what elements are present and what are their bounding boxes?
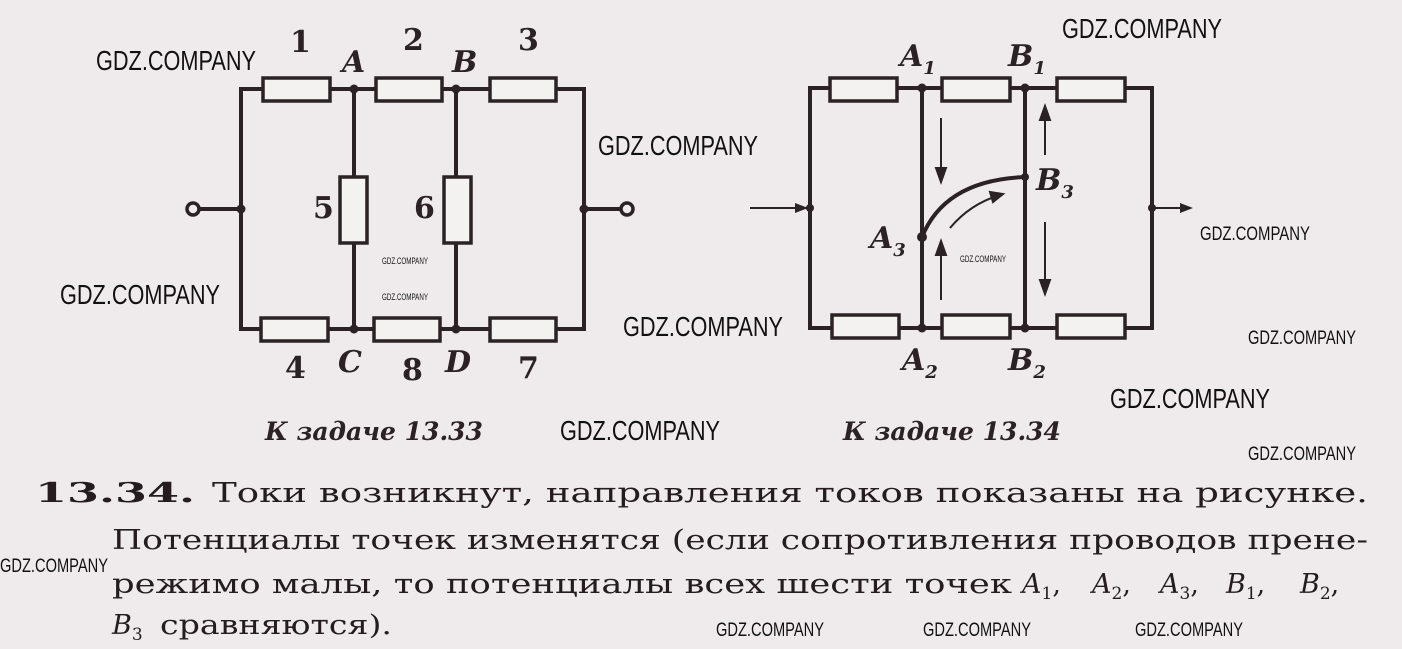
resistor bbox=[940, 76, 1012, 103]
node-label-b: B bbox=[451, 45, 477, 80]
node-label-a: A bbox=[339, 45, 365, 80]
output-terminal bbox=[619, 201, 635, 217]
resistor-label: 6 bbox=[414, 191, 435, 226]
resistor-label: 4 bbox=[285, 351, 306, 386]
math-var: A2, bbox=[1089, 569, 1131, 604]
resistor-8 bbox=[372, 316, 442, 343]
node-label-a3: A3 bbox=[867, 221, 906, 261]
watermark: GDZ.COMPANY bbox=[560, 415, 720, 446]
resistor bbox=[1055, 76, 1127, 103]
watermark: GDZ.COMPANY bbox=[382, 292, 428, 302]
watermarks: GDZ.COMPANY GDZ.COMPANY GDZ.COMPANY GDZ.… bbox=[0, 13, 1356, 641]
watermark: GDZ.COMPANY bbox=[1248, 328, 1356, 349]
math-var: A1, bbox=[1019, 569, 1061, 604]
node-label-b3: B3 bbox=[1035, 163, 1074, 203]
text-line: режимо малы, то потенциалы всех шести то… bbox=[112, 569, 1012, 600]
watermark: GDZ.COMPANY bbox=[598, 130, 758, 161]
resistor-1 bbox=[261, 76, 332, 103]
resistor bbox=[940, 313, 1012, 340]
math-var: B2, bbox=[1299, 569, 1339, 604]
figure-caption: К задаче 13.33 bbox=[264, 417, 483, 446]
resistor-label: 2 bbox=[403, 23, 424, 58]
watermark: GDZ.COMPANY bbox=[0, 556, 108, 577]
resistor-6 bbox=[442, 175, 473, 245]
text-line: Потенциалы точек изменятся (если сопроти… bbox=[112, 525, 1368, 556]
node-label-a2: A2 bbox=[899, 343, 938, 383]
resistor bbox=[1055, 313, 1127, 340]
watermark: GDZ.COMPANY bbox=[1248, 444, 1356, 465]
node-label-b2: B2 bbox=[1007, 343, 1046, 383]
resistor-label: 7 bbox=[518, 351, 539, 386]
node-label-c: C bbox=[338, 345, 362, 380]
watermark: GDZ.COMPANY bbox=[1110, 383, 1270, 414]
current-arrow-icon bbox=[934, 103, 1052, 300]
resistor-7 bbox=[488, 316, 558, 343]
resistor-2 bbox=[374, 76, 444, 103]
resistor bbox=[828, 76, 899, 103]
math-var: B1, bbox=[1225, 569, 1265, 604]
watermark: GDZ.COMPANY bbox=[1135, 620, 1243, 641]
watermark: GDZ.COMPANY bbox=[382, 256, 428, 266]
circuit-figure-13-33: 1 2 3 4 5 6 7 8 A B C D К задаче 13.33 bbox=[185, 23, 635, 446]
resistor-label: 5 bbox=[313, 191, 334, 226]
circuit-figure-13-34: A1 B1 B3 A3 A2 B2 К задаче 13.34 bbox=[750, 39, 1193, 446]
resistor-label: 1 bbox=[290, 25, 311, 60]
text-line: сравняются). bbox=[160, 610, 392, 641]
math-var: B3 bbox=[111, 610, 143, 645]
resistor bbox=[830, 313, 901, 340]
watermark: GDZ.COMPANY bbox=[1200, 224, 1310, 245]
solution-text: 13.34. Токи возникнут, направления токов… bbox=[35, 478, 1368, 645]
node-label-a1: A1 bbox=[897, 39, 936, 79]
watermark: GDZ.COMPANY bbox=[960, 254, 1006, 264]
watermark: GDZ.COMPANY bbox=[96, 45, 256, 76]
resistor-3 bbox=[488, 76, 558, 103]
text-line: Токи возникнут, направления токов показа… bbox=[212, 478, 1368, 509]
node-label-d: D bbox=[444, 345, 471, 380]
watermark: GDZ.COMPANY bbox=[1062, 13, 1222, 44]
figure-caption: К задаче 13.34 bbox=[842, 417, 1061, 446]
resistor-label: 8 bbox=[402, 353, 423, 388]
resistor-4 bbox=[259, 316, 330, 343]
watermark: GDZ.COMPANY bbox=[923, 620, 1031, 641]
watermark: GDZ.COMPANY bbox=[623, 311, 783, 342]
node-label-b1: B1 bbox=[1007, 39, 1046, 79]
input-terminal bbox=[185, 201, 201, 217]
problem-number: 13.34. bbox=[35, 478, 195, 509]
resistor-5 bbox=[338, 175, 369, 245]
watermark: GDZ.COMPANY bbox=[60, 279, 220, 310]
resistor-label: 3 bbox=[518, 23, 539, 58]
watermark: GDZ.COMPANY bbox=[716, 620, 824, 641]
math-var: A3, bbox=[1157, 569, 1199, 604]
